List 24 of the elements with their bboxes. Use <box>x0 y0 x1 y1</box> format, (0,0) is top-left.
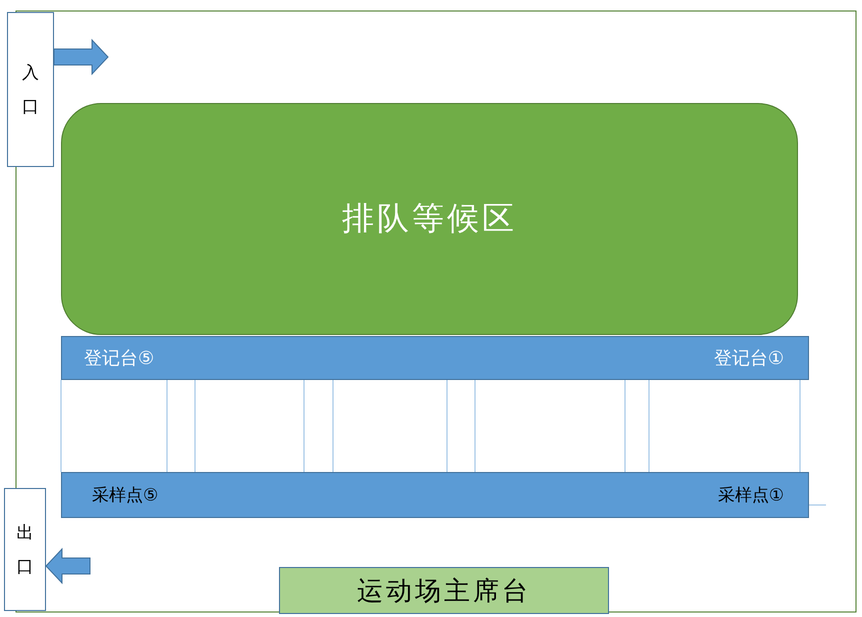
label: 出口 <box>16 522 34 578</box>
lane-line <box>60 380 62 472</box>
entrance-box <box>7 12 54 167</box>
label: 采样点⑤ <box>92 484 158 506</box>
label: 登记台⑤ <box>84 347 154 370</box>
lane-line <box>332 380 334 472</box>
sampling-bar <box>61 472 809 518</box>
block-arrow <box>54 38 109 76</box>
label: 登记台① <box>714 347 784 370</box>
lane-line <box>446 380 448 472</box>
lane-line <box>194 380 196 472</box>
lane-line <box>624 380 626 472</box>
block-arrow <box>45 548 90 584</box>
label: 采样点① <box>718 484 784 506</box>
label: 入口 <box>22 62 39 118</box>
lane-line <box>474 380 476 472</box>
registration-bar <box>61 336 809 380</box>
exit-box <box>4 488 46 611</box>
lane-line <box>166 380 168 472</box>
grandstand-box <box>279 567 609 614</box>
lane-line <box>648 380 650 472</box>
waiting-area <box>61 103 798 335</box>
label: 运动场主席台 <box>357 575 531 608</box>
label: 排队等候区 <box>342 198 517 239</box>
